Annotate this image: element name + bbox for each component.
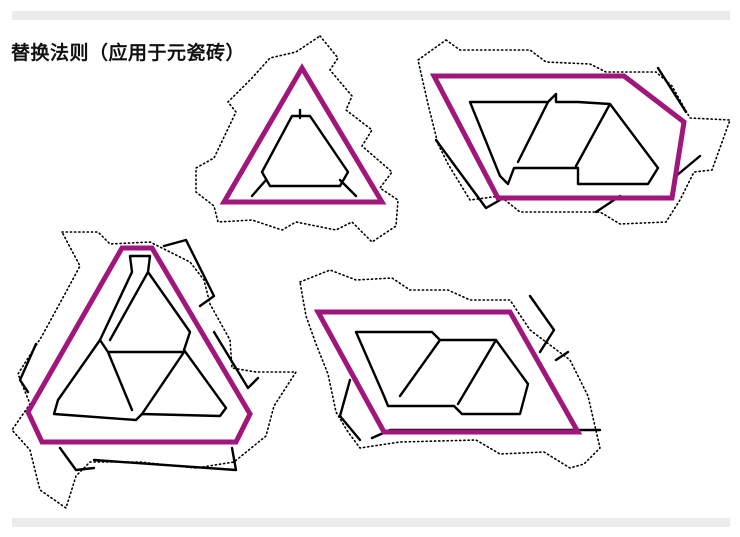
dotted-outline	[417, 39, 732, 225]
triangle-boundary	[219, 63, 387, 205]
rule-triangle-large	[10, 231, 298, 510]
inner-hexagon	[260, 114, 350, 188]
dotted-outline	[195, 34, 399, 244]
inner-tiles	[468, 92, 660, 186]
parallelogram-boundary	[429, 73, 687, 201]
triangle-edge-strokes	[250, 108, 358, 198]
dotted-outline	[299, 269, 601, 469]
inner-tiles	[52, 254, 228, 422]
inner-tiles	[354, 330, 530, 416]
triangle-boundary	[25, 245, 253, 445]
page-title: 替换法则（应用于元瓷砖）	[11, 42, 246, 64]
outer-tile-strokes	[338, 294, 602, 442]
parallelogram-boundary	[313, 309, 583, 435]
rule-hexagon-parallelogram-top	[417, 39, 732, 225]
dotted-outline	[10, 231, 298, 510]
rule-triangle-small	[195, 34, 399, 244]
outer-tile-strokes	[434, 66, 702, 214]
bottom-divider	[12, 518, 730, 527]
outer-tile-strokes	[18, 238, 260, 472]
rule-parallelogram-bottom	[299, 269, 602, 469]
top-divider	[12, 11, 730, 20]
